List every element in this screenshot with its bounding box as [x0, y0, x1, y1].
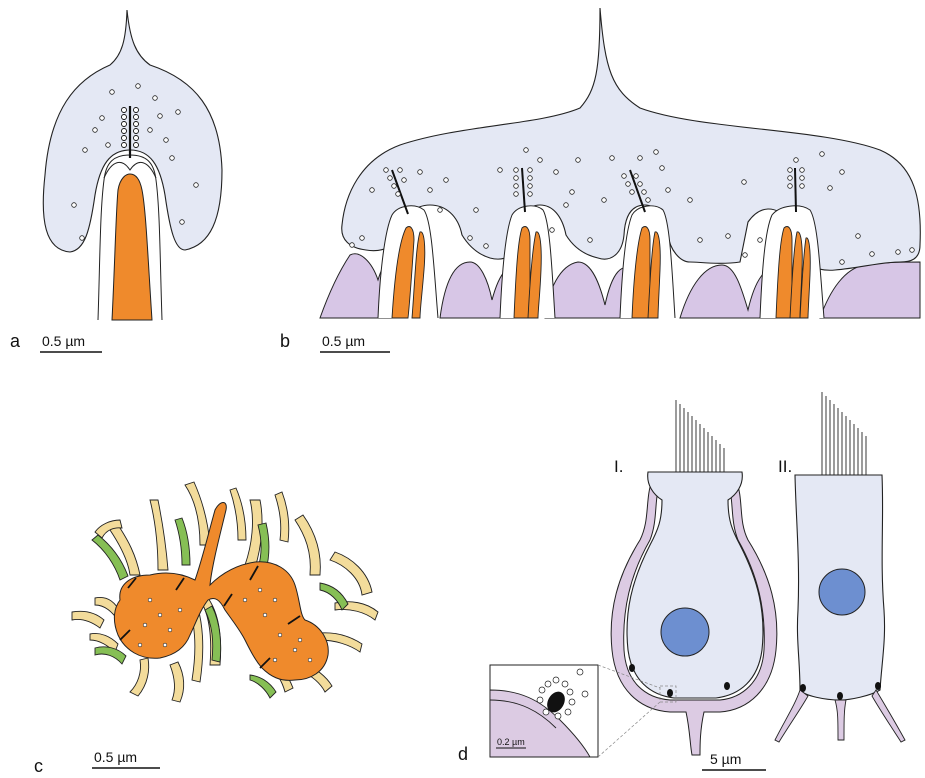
cell-II-nucleus [819, 569, 865, 615]
cell-II-label: II. [778, 457, 792, 476]
inset-scale-label: 0.2 µm [497, 737, 525, 747]
panel-a-scale-label: 0.5 µm [42, 333, 85, 349]
panel-c-orange-terminal [114, 503, 328, 681]
panel-d-inset: 0.2 µm [490, 665, 598, 757]
panel-a-diagram [43, 10, 222, 320]
panel-d-diagram: 0.2 µm [490, 392, 905, 757]
cell-II-stereocilia [822, 392, 866, 475]
panel-b-scale-label: 0.5 µm [322, 333, 365, 349]
panel-c-label: c [34, 756, 43, 776]
panel-a-label: a [10, 331, 21, 351]
panel-b-label: b [280, 331, 290, 351]
panel-d-label: d [458, 744, 468, 764]
cell-I-stereocilia [676, 400, 724, 472]
panel-c-diagram [72, 482, 378, 702]
panel-b-diagram [320, 8, 920, 318]
cell-I-label: I. [614, 457, 623, 476]
cell-I-nucleus [661, 608, 709, 656]
panel-c-scale-label: 0.5 µm [94, 749, 137, 765]
panel-d-scale-label: 5 µm [710, 751, 741, 767]
